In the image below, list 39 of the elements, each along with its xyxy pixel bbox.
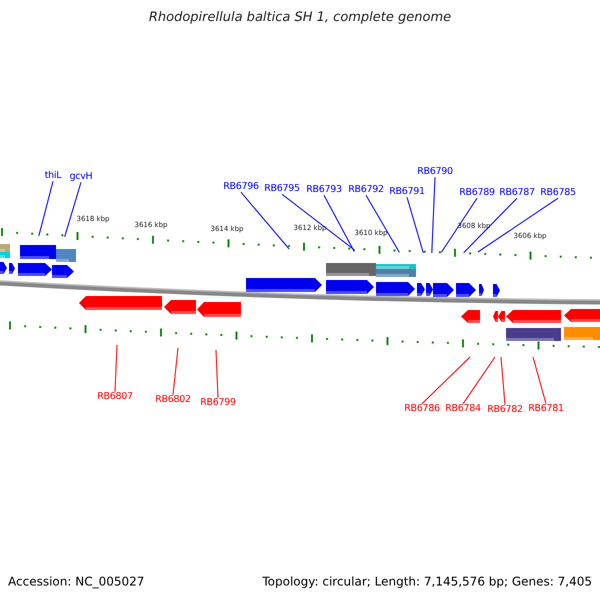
leader-line	[282, 194, 356, 251]
leader-line	[477, 198, 558, 252]
gene-label: RB6786	[404, 404, 440, 414]
leader-line	[422, 356, 470, 404]
leader-line	[240, 192, 290, 250]
leader-line	[532, 356, 546, 404]
gene-label: RB6792	[348, 184, 384, 196]
leader-line	[38, 180, 54, 236]
leader-line	[500, 356, 506, 406]
leader-line	[172, 348, 178, 396]
leader-line	[324, 194, 355, 252]
leader-line	[64, 182, 82, 238]
leader-line	[462, 356, 496, 404]
gene-label: RB6791	[389, 186, 425, 198]
gene-label: RB6795	[264, 184, 300, 194]
gene-label: RB6785	[540, 188, 576, 198]
leader-line	[216, 350, 218, 398]
leader-line	[431, 176, 436, 254]
gene-label: RB6790	[417, 166, 453, 178]
gene-label: RB6799	[200, 398, 236, 408]
gene-label: RB6807	[97, 392, 133, 402]
leader-line	[440, 198, 478, 253]
leader-line	[366, 194, 400, 253]
gene-label: RB6789	[459, 188, 495, 198]
gene-label: RB6802	[155, 394, 191, 406]
gene-label: RB6793	[306, 184, 342, 196]
leader-line	[114, 344, 118, 392]
gene-label: gcvH	[70, 172, 92, 182]
leader-line	[406, 196, 424, 254]
gene-label: RB6787	[499, 188, 535, 198]
gene-label: RB6781	[528, 404, 564, 414]
genome-summary-note: Topology: circular; Length: 7,145,576 bp; Genes: 7,405	[262, 575, 592, 589]
title: Rhodopirellula baltica SH 1, complete genome	[148, 10, 452, 26]
accession-note: Accession: NC_005027	[8, 575, 144, 589]
gene-label: RB6784	[445, 404, 481, 414]
gene-label: thiL	[44, 170, 62, 182]
leader-line	[463, 198, 518, 254]
gene-label: RB6796	[223, 182, 259, 192]
gene-label: RB6782	[487, 404, 523, 416]
